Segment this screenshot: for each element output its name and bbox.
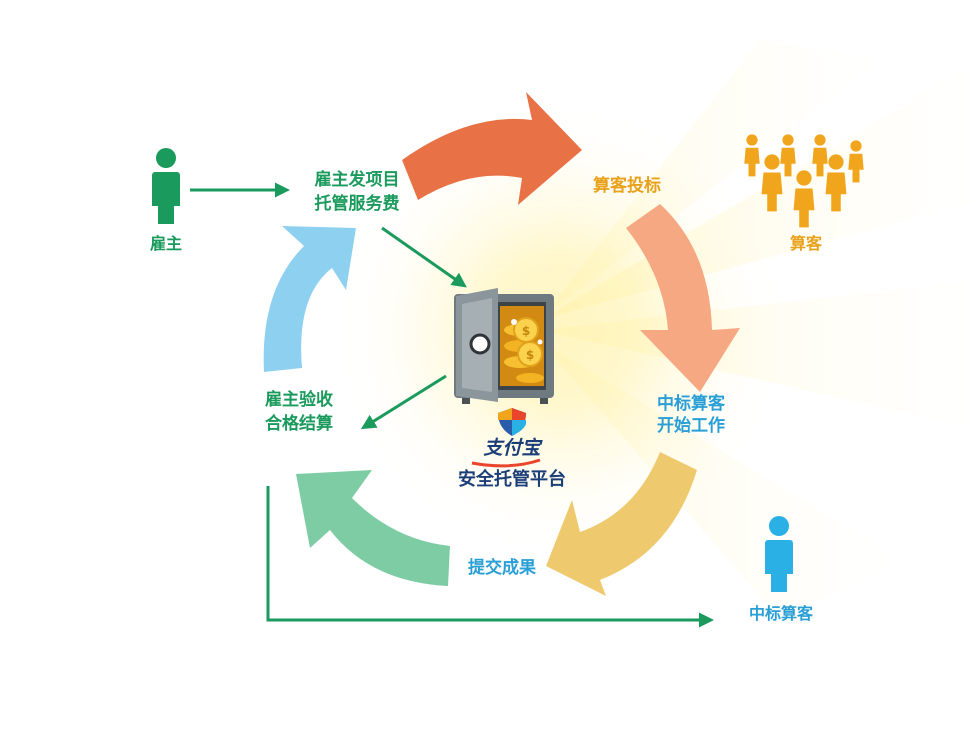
arrow-bid-to-work: [626, 204, 740, 392]
alipay-logo-text: 支付宝: [483, 437, 541, 459]
arrow-post-to-platform: [381, 226, 467, 288]
svg-text:$: $: [526, 348, 534, 362]
arrow-post-to-bid: [402, 92, 582, 205]
connector-arrows: [190, 182, 714, 628]
step-accept-line2: 合格结算: [265, 414, 333, 434]
cycle-arrows: [263, 92, 740, 596]
arrow-platform-to-accept: [360, 374, 447, 430]
employer-person-icon: [152, 148, 180, 224]
safe-dial-icon: [469, 333, 491, 355]
hackers-group-icon: [744, 134, 864, 228]
gold-coins-icon: $ $: [500, 306, 544, 386]
arrow-work-to-submit: [546, 452, 697, 596]
step-start-work-line2: 开始工作: [657, 416, 725, 436]
safe-icon: $ $: [454, 288, 554, 404]
step-post-project-line2: 托管服务费: [314, 194, 400, 214]
winning-hacker-person-icon: [765, 516, 793, 592]
winning-hacker-label: 中标算客: [748, 604, 813, 623]
step-start-work-line1: 中标算客: [657, 394, 725, 414]
platform-label: 安全托管平台: [458, 469, 566, 490]
step-accept-line1: 雇主验收: [265, 390, 333, 410]
svg-text:$: $: [522, 324, 530, 338]
shield-icon: [498, 408, 526, 436]
alipay-logo: [471, 458, 541, 468]
arrow-submit-to-accept: [296, 470, 450, 586]
employer-label: 雇主: [149, 234, 182, 253]
step-post-project-line1: 雇主发项目: [314, 170, 400, 190]
hackers-label: 算客: [789, 234, 822, 253]
arrow-payment-to-winner: [266, 486, 714, 628]
step-submit: 提交成果: [468, 558, 536, 578]
step-bidding: 算客投标: [593, 176, 661, 196]
arrow-accept-to-post: [263, 226, 356, 372]
